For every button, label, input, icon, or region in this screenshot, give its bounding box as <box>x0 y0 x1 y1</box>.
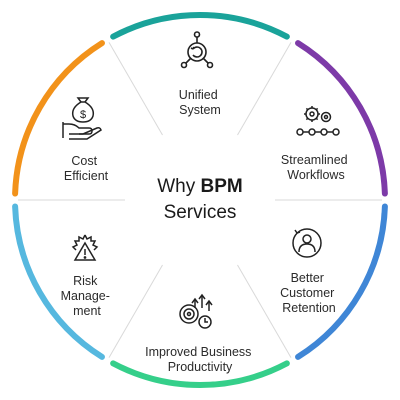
segment-label-improved-business-productivity: Improved Business Productivity <box>145 345 255 374</box>
label-line: Workflows <box>287 168 344 182</box>
segment-better-customer-retention: Better Customer Retention <box>280 228 338 315</box>
center-title-bold: BPM <box>201 176 243 197</box>
center-title: Why BPM Services <box>157 176 243 223</box>
divider-line <box>108 264 163 358</box>
ring-arc-unified-system <box>110 11 290 40</box>
center-title-prefix: Why <box>157 176 200 197</box>
divider-line <box>237 42 292 136</box>
center-title-line2: Services <box>164 202 237 223</box>
outer-ring <box>12 11 388 389</box>
label-line: Risk <box>73 274 98 288</box>
segment-unified-system: Unified System <box>179 31 221 117</box>
svg-text:$: $ <box>80 109 86 121</box>
label-line: Manage- <box>61 289 110 303</box>
segment-improved-business-productivity: Improved Business Productivity <box>145 293 255 374</box>
cycle-network-icon <box>180 31 214 69</box>
label-line: Retention <box>282 301 336 315</box>
ring-arc-cost-efficient <box>12 40 105 197</box>
label-line: Unified <box>179 88 218 102</box>
label-line: Better <box>291 271 324 285</box>
customer-retention-icon <box>292 228 322 258</box>
money-hand-icon: $ <box>62 97 102 140</box>
segment-label-better-customer-retention: Better Customer Retention <box>280 271 338 315</box>
svg-text:Why BPM: Why BPM <box>157 176 243 197</box>
label-line: Efficient <box>64 169 109 183</box>
segment-streamlined-workflows: Streamlined Workflows <box>281 106 351 182</box>
segment-cost-efficient: $ Cost Efficient <box>62 97 109 183</box>
risk-warning-icon <box>71 234 99 261</box>
ring-arc-risk-management <box>12 203 105 360</box>
label-line: Productivity <box>168 360 233 374</box>
label-line: Cost <box>71 154 97 168</box>
ring-arc-better-customer-retention <box>295 203 388 360</box>
label-line: Streamlined <box>281 153 348 167</box>
segment-label-risk-management: Risk Manage- ment <box>61 274 114 318</box>
label-line: Customer <box>280 286 334 300</box>
divider-line <box>237 264 292 358</box>
segment-risk-management: Risk Manage- ment <box>61 234 114 318</box>
label-line: ment <box>73 304 101 318</box>
divider-line <box>108 42 163 136</box>
segment-label-streamlined-workflows: Streamlined Workflows <box>281 153 351 182</box>
label-line: System <box>179 103 221 117</box>
ring-arc-improved-business-productivity <box>110 360 290 389</box>
productivity-icon <box>179 293 213 329</box>
gear-workflow-icon <box>296 106 340 136</box>
segment-dividers <box>18 42 382 358</box>
ring-arc-streamlined-workflows <box>295 40 388 197</box>
label-line: Improved Business <box>145 345 251 359</box>
segment-label-unified-system: Unified System <box>179 88 221 117</box>
segment-label-cost-efficient: Cost Efficient <box>64 154 109 183</box>
